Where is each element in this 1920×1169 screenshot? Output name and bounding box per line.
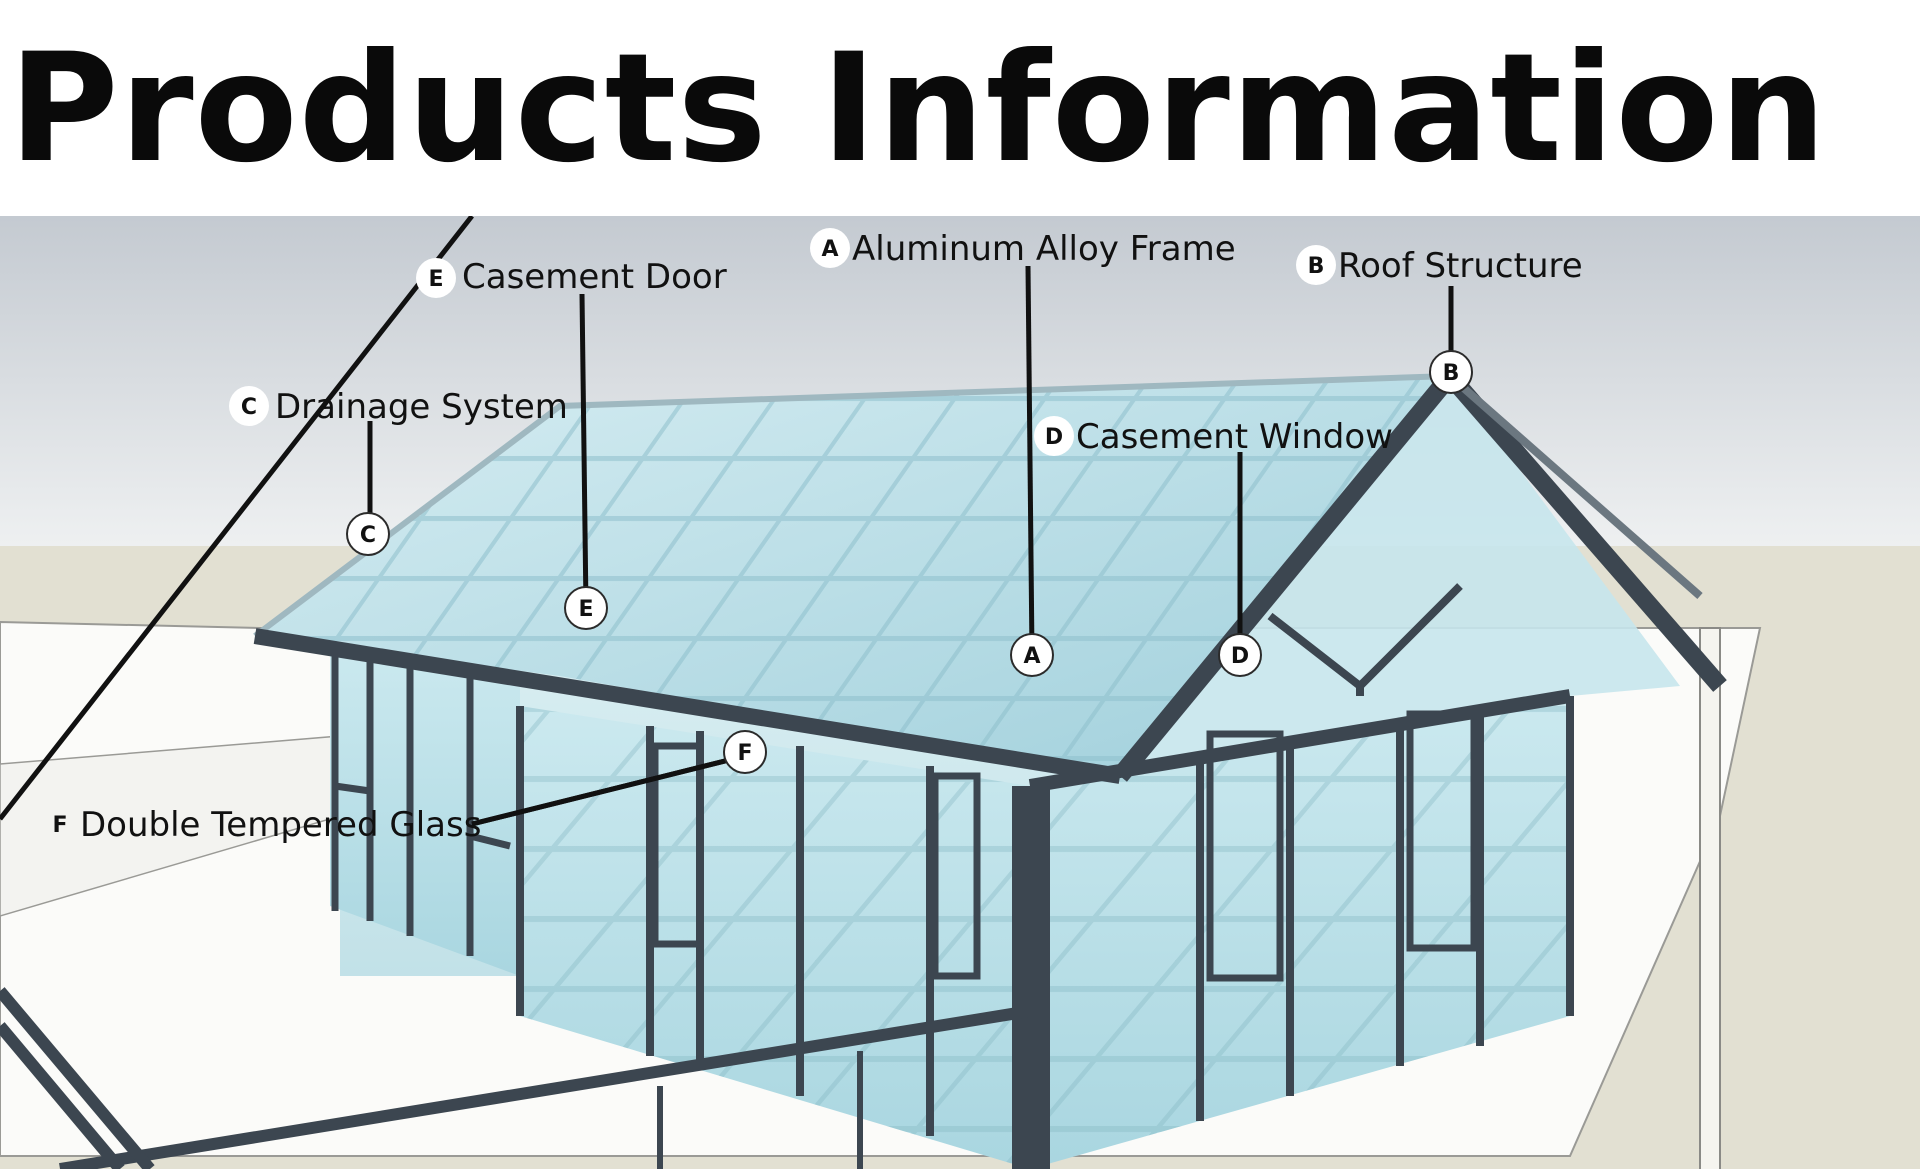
sunroom-illustration: A B C D E F [0, 216, 1920, 1169]
label-aluminum-frame: A Aluminum Alloy Frame [810, 228, 1236, 269]
label-roof-structure: B Roof Structure [1296, 245, 1583, 286]
svg-text:C: C [360, 523, 376, 548]
ridge-rafter [1113, 370, 1457, 782]
svg-text:A: A [1023, 644, 1040, 669]
corner-post [1012, 786, 1050, 1169]
tempered-glass-marker: F [723, 730, 767, 774]
balcony-railing [0, 987, 1031, 1169]
svg-text:C: C [241, 395, 257, 420]
roof-structure-marker: B [1429, 350, 1473, 394]
label-casement-window: D Casement Window [1034, 416, 1393, 457]
svg-text:Roof Structure: Roof Structure [1338, 246, 1583, 286]
svg-text:E: E [578, 597, 593, 622]
label-drainage-system: C Drainage System [229, 386, 568, 427]
svg-text:B: B [1308, 254, 1325, 279]
svg-text:Double Tempered Glass: Double Tempered Glass [80, 805, 481, 845]
svg-text:F: F [52, 813, 67, 838]
svg-text:D: D [1231, 644, 1249, 669]
label-casement-door: E Casement Door [416, 257, 727, 298]
aluminum-frame-marker: A [1010, 633, 1054, 677]
casement-window-marker: D [1218, 633, 1262, 677]
page-title: Products Information [8, 22, 1828, 196]
sunroom-diagram: A B C D E F [0, 216, 1920, 1169]
svg-text:Casement Window: Casement Window [1076, 417, 1393, 457]
svg-text:Aluminum Alloy Frame: Aluminum Alloy Frame [852, 229, 1236, 269]
svg-text:E: E [428, 267, 443, 292]
drainage-system-marker: C [346, 512, 390, 556]
svg-text:Casement Door: Casement Door [462, 257, 727, 297]
svg-text:F: F [737, 741, 752, 766]
svg-text:B: B [1443, 361, 1460, 386]
svg-text:Drainage System: Drainage System [275, 387, 568, 427]
front-eave-beam [253, 628, 1122, 784]
label-tempered-glass: F Double Tempered Glass [52, 805, 481, 845]
svg-text:D: D [1045, 425, 1063, 450]
svg-text:A: A [821, 237, 838, 262]
casement-door-marker: E [564, 586, 608, 630]
header: Products Information [0, 0, 1920, 216]
